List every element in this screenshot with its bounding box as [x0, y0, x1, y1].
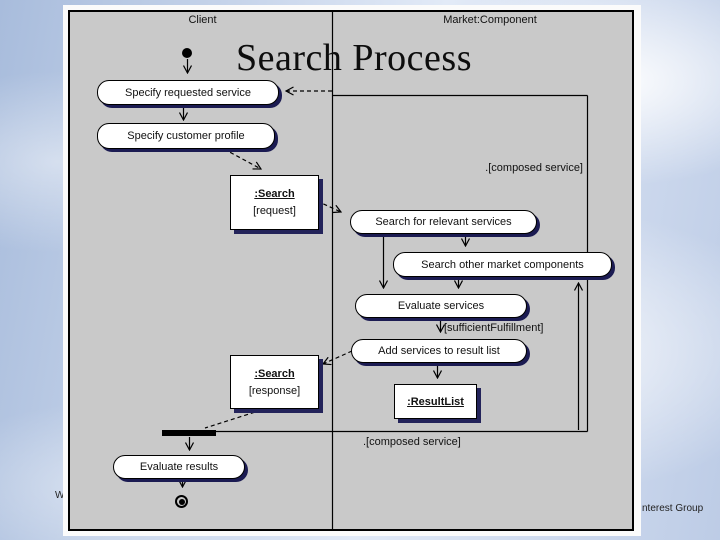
object-title: :Search	[254, 367, 295, 380]
activity-label: Add services to result list	[378, 345, 500, 357]
object-state: [request]	[253, 205, 296, 217]
final-node	[175, 495, 188, 508]
start-node	[182, 48, 192, 58]
object-title: :ResultList	[407, 395, 464, 408]
activity-label: Search other market components	[421, 258, 584, 271]
object-title: :Search	[254, 188, 295, 200]
object-search-response: :Search [response]	[230, 355, 319, 409]
activity-label: Specify requested service	[125, 86, 251, 99]
lane-label-market-component: Market:Component	[443, 14, 537, 26]
activity-label: Evaluate results	[139, 461, 219, 473]
object-state: [response]	[248, 384, 301, 397]
slide-title: Search Process	[236, 37, 472, 79]
activity-label: Evaluate services	[397, 300, 485, 312]
activity-label: Search for relevant services	[375, 216, 512, 228]
activity-specify-requested-service: Specify requested service	[97, 80, 279, 105]
activity-evaluate-services: Evaluate services	[355, 294, 527, 318]
activity-specify-customer-profile: Specify customer profile	[97, 123, 275, 149]
final-node-dot	[179, 499, 185, 505]
activity-label: Specify customer profile	[127, 130, 245, 142]
activity-add-services-to-result-list: Add services to result list	[351, 339, 527, 363]
activity-search-relevant-services: Search for relevant services	[350, 210, 537, 234]
guard-composed-service-top: .[composed service]	[485, 162, 583, 174]
guard-composed-service-bottom: .[composed service]	[363, 436, 461, 448]
footer-right-fragment: nterest Group	[642, 503, 704, 514]
guard-sufficient-fulfillment: [sufficientFulfillment]	[444, 322, 544, 334]
synchronization-bar	[162, 430, 216, 436]
object-search-request: :Search [request]	[230, 175, 319, 230]
lane-label-client: Client	[188, 14, 217, 26]
activity-search-other-market-components: Search other market components	[393, 252, 612, 277]
footer-left-fragment: W	[55, 490, 65, 501]
activity-evaluate-results: Evaluate results	[113, 455, 245, 479]
object-resultlist: :ResultList	[394, 384, 477, 419]
